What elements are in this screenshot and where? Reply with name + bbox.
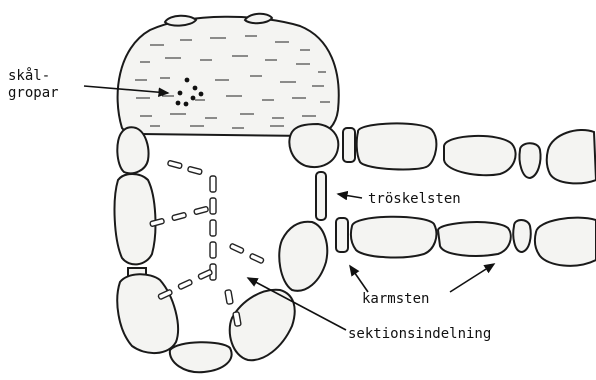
wall-stone <box>170 342 232 372</box>
label-section-division: sektionsindelning <box>348 326 491 342</box>
wall-stone <box>279 222 327 291</box>
top-stone-left <box>165 16 196 26</box>
cap-stone <box>118 17 339 136</box>
passage-stone <box>438 222 511 256</box>
door-post-lower <box>336 218 348 252</box>
passage-stone <box>547 130 596 183</box>
top-stone-right <box>245 14 272 23</box>
door-post-upper <box>343 128 355 162</box>
wall-stone <box>289 124 338 167</box>
passage-stone <box>519 143 540 178</box>
label-threshold-stone: tröskelsten <box>368 191 461 207</box>
wall-stone <box>117 127 148 173</box>
wall-stone <box>117 274 178 353</box>
threshold-stone <box>316 172 326 220</box>
passage-stone <box>535 218 596 266</box>
passage-stone <box>513 220 530 252</box>
label-cup-marks-line2: gropar <box>8 85 59 101</box>
label-cup-marks-line1: skål- <box>8 67 50 84</box>
passage-stone <box>357 123 437 169</box>
passage-stone <box>444 136 516 175</box>
wall-stone <box>115 174 156 264</box>
label-door-stones: karmsten <box>362 291 429 307</box>
passage-stone <box>351 217 437 258</box>
